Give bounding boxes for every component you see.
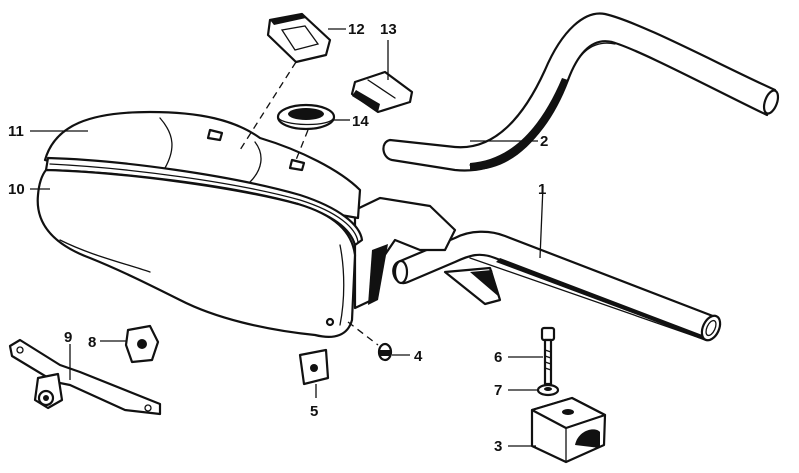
- part-1-handlebar-lower: [392, 230, 722, 342]
- assembly-line-cap: [239, 61, 297, 151]
- assembly-line-bolt: [347, 321, 379, 346]
- callout-4: 4: [414, 348, 423, 365]
- callout-1: 1: [538, 181, 546, 198]
- part-7-washer: [536, 383, 560, 397]
- callout-8: 8: [88, 334, 96, 351]
- part-10-11-headlight-housing: [36, 110, 364, 338]
- assembly-line-grommet: [295, 129, 309, 161]
- part-4-screw: [377, 342, 393, 362]
- callout-3: 3: [494, 438, 502, 455]
- callout-6: 6: [494, 349, 502, 366]
- callout-11: 11: [8, 123, 24, 140]
- part-8-clamp: [124, 324, 160, 364]
- part-9-bracket: [8, 338, 162, 416]
- headlight-mount-bracket: [353, 196, 502, 310]
- callout-9: 9: [64, 329, 72, 346]
- part-6-bolt: [540, 326, 556, 386]
- callout-5: 5: [310, 403, 318, 420]
- part-13-clip: [350, 70, 414, 114]
- callout-13: 13: [380, 21, 397, 38]
- callout-14: 14: [352, 113, 369, 130]
- part-3-clamp-block: [530, 396, 607, 464]
- callout-12: 12: [348, 21, 365, 38]
- part-14-grommet: [276, 103, 336, 131]
- part-5-nut-clip: [298, 348, 330, 386]
- callout-2: 2: [540, 133, 548, 150]
- leader-lines: [30, 28, 544, 447]
- callout-7: 7: [494, 382, 502, 399]
- part-2-handlebar-upper: [382, 12, 780, 172]
- part-12-cap: [266, 12, 332, 64]
- callout-10: 10: [8, 181, 25, 198]
